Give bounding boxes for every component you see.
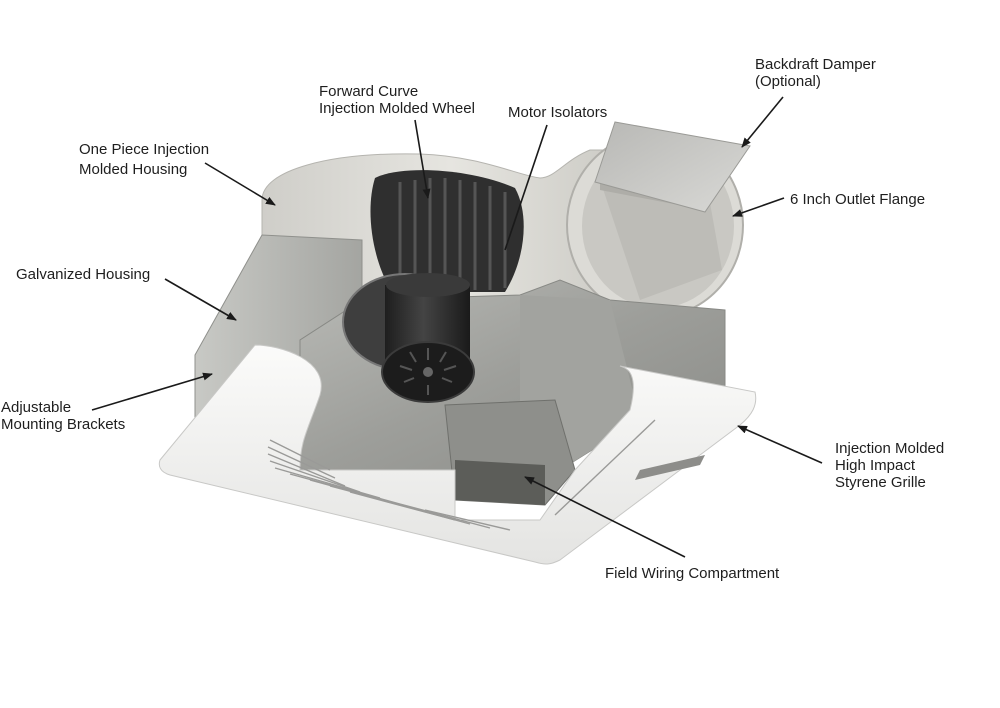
label-one-piece-housing: One Piece Injection Molded Housing <box>79 140 209 180</box>
label-line: Adjustable <box>1 399 72 416</box>
arrow-styrene-grille <box>737 425 823 464</box>
label-line: Styrene Grille <box>835 474 926 491</box>
label-styrene-grille: Injection Molded High Impact Styrene Gri… <box>835 440 944 491</box>
arrow-field-wiring <box>524 476 686 558</box>
label-line: Backdraft Damper <box>755 56 876 73</box>
label-line: Motor Isolators <box>508 104 608 121</box>
label-line: Galvanized Housing <box>16 266 151 283</box>
label-line: Forward Curve <box>319 83 419 100</box>
arrow-forward-curve-wheel <box>414 119 431 199</box>
arrow-one-piece-housing <box>204 162 276 206</box>
label-backdraft-damper: Backdraft Damper (Optional) <box>755 56 876 90</box>
label-line: (Optional) <box>755 73 821 90</box>
arrow-outlet-flange <box>732 197 785 217</box>
label-line: High Impact <box>835 457 916 474</box>
label-line: Mounting Brackets <box>1 416 126 433</box>
arrow-backdraft-damper <box>741 96 784 148</box>
label-mounting-brackets: Adjustable Mounting Brackets <box>1 399 125 433</box>
arrow-motor-isolators <box>504 124 548 251</box>
forward-curve-wheel <box>370 170 524 292</box>
label-line: 6 Inch Outlet Flange <box>790 191 926 208</box>
backdraft-damper <box>594 121 751 213</box>
label-line: Injection Molded Wheel <box>319 100 475 117</box>
label-line: Injection Molded <box>835 440 945 457</box>
label-galvanized-housing: Galvanized Housing <box>16 266 150 283</box>
field-wiring-compartment <box>444 399 576 506</box>
label-field-wiring: Field Wiring Compartment <box>605 565 779 582</box>
motor <box>381 273 475 403</box>
arrow-mounting-brackets <box>91 372 213 411</box>
label-line: One Piece Injection <box>79 141 210 158</box>
styrene-grille <box>158 344 757 565</box>
arrow-galvanized-housing <box>164 278 237 321</box>
leader-arrows <box>91 96 823 558</box>
label-motor-isolators: Motor Isolators <box>508 104 607 121</box>
label-line: Field Wiring Compartment <box>605 565 780 582</box>
label-line: Molded Housing <box>79 161 188 178</box>
label-outlet-flange: 6 Inch Outlet Flange <box>790 191 925 208</box>
label-forward-curve-wheel: Forward Curve Injection Molded Wheel <box>319 83 475 117</box>
